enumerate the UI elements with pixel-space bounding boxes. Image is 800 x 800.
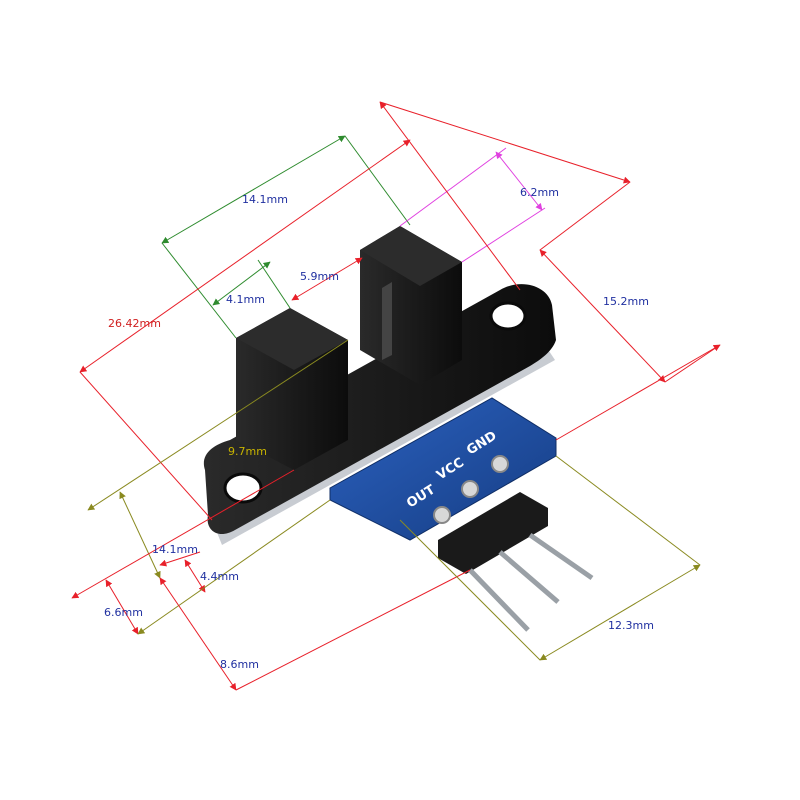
- dim-label-8-6: 8.6mm: [220, 658, 259, 671]
- dim-label-4-1: 4.1mm: [226, 293, 265, 306]
- header-pin-3: [528, 532, 594, 581]
- ext-line-magenta-2: [461, 207, 546, 263]
- ext-line-red-1: [79, 371, 213, 521]
- mounting-hole-right: [489, 301, 527, 331]
- dim-line-12-3: [539, 564, 701, 661]
- pin-pad-gnd: [491, 455, 509, 473]
- dim-line-15-2: [539, 249, 666, 383]
- dim-line-14-1-bottom: [71, 469, 295, 599]
- ext-line-olive-4: [399, 519, 541, 661]
- ext-line-green-2: [344, 135, 411, 226]
- dim-line-red-diag-top: [379, 101, 631, 184]
- ext-line-red-4: [664, 344, 721, 383]
- ext-line-green-1: [161, 242, 237, 339]
- dim-label-9-7: 9.7mm: [228, 445, 267, 458]
- pin-pad-vcc: [461, 480, 479, 498]
- ext-line-magenta-1: [399, 147, 507, 227]
- ext-line-olive-1: [119, 491, 161, 579]
- ext-line-red-2: [379, 101, 521, 291]
- dim-label-6-6: 6.6mm: [104, 606, 143, 619]
- sensor-module: OUT VCC GND: [203, 226, 594, 632]
- dim-line-14-1-top: [161, 135, 346, 244]
- dim-label-15-2: 15.2mm: [603, 295, 649, 308]
- pin-pad-out: [433, 506, 451, 524]
- pin-header-block: [438, 492, 548, 574]
- ext-line-red-5: [159, 551, 201, 567]
- sensor-slot: [382, 282, 392, 360]
- header-pin-2: [498, 550, 560, 604]
- ext-line-red-6: [235, 569, 471, 691]
- header-pin-1: [468, 568, 530, 632]
- dim-line-8-6: [159, 577, 237, 691]
- ext-line-olive-3: [555, 455, 701, 566]
- dim-label-6-2: 6.2mm: [520, 186, 559, 199]
- dim-label-14-1-top: 14.1mm: [242, 193, 288, 206]
- dimension-labels: 14.1mm 6.2mm 5.9mm 4.1mm 26.42mm 15.2mm …: [104, 186, 654, 671]
- dim-line-red-right: [555, 344, 721, 441]
- dim-line-26-42: [79, 139, 411, 373]
- dim-label-5-9: 5.9mm: [300, 270, 339, 283]
- dim-line-9-7: [87, 339, 349, 511]
- dim-line-5-9: [291, 257, 363, 301]
- dim-label-14-1-bottom: 14.1mm: [152, 543, 198, 556]
- ext-line-red-3: [539, 181, 631, 251]
- dim-label-4-4: 4.4mm: [200, 570, 239, 583]
- dim-line-6-6: [105, 579, 139, 635]
- mounting-hole-left: [223, 472, 263, 504]
- dim-line-6-2: [495, 151, 543, 211]
- dim-label-26-42: 26.42mm: [108, 317, 161, 330]
- dimension-lines: [71, 101, 721, 691]
- dim-label-12-3: 12.3mm: [608, 619, 654, 632]
